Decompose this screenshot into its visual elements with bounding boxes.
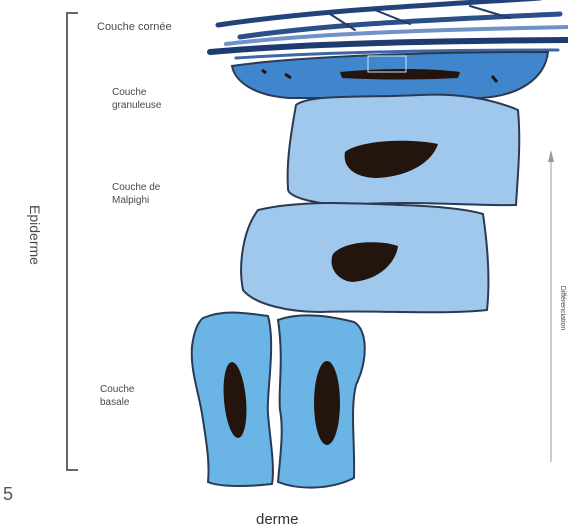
couche-basale-cell-1	[192, 313, 273, 487]
epidermis-bracket	[67, 13, 78, 470]
page-number: 5	[3, 488, 13, 501]
label-differenciation: Différenciation	[556, 278, 568, 338]
label-derme: derme	[256, 513, 299, 526]
couche-basale-cell-2	[278, 316, 365, 488]
couche-granuleuse-layer	[232, 52, 548, 98]
couche-malpighi-cell-1	[288, 95, 520, 206]
couche-malpighi-cell-2	[241, 203, 488, 312]
label-epiderme: Epiderme	[28, 205, 41, 265]
couche-cornee-layer	[210, 0, 568, 58]
differentiation-arrow	[548, 150, 554, 462]
label-couche-cornee: Couche cornée	[97, 21, 172, 34]
